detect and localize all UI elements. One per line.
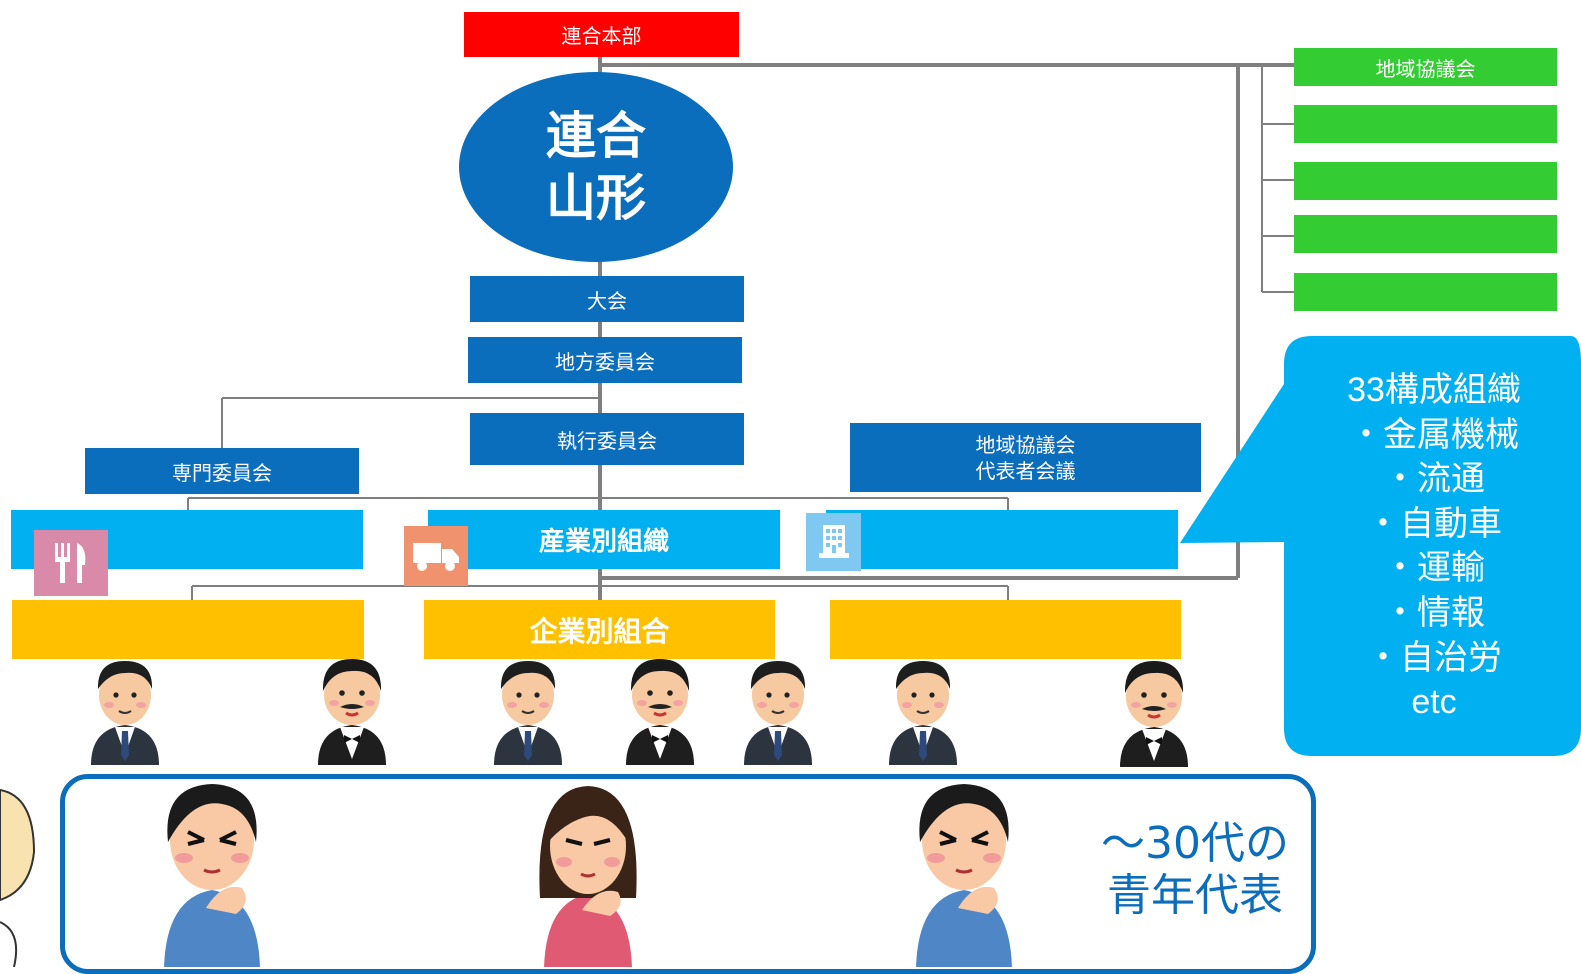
sangyo-label: 産業別組織 <box>538 527 669 557</box>
taikai-box: 大会 <box>470 276 744 322</box>
senmon-iinkai-box: 専門委員会 <box>85 448 359 494</box>
bubble-line-7: ・自治労 <box>1366 638 1502 677</box>
sangyo-box-right <box>826 510 1178 569</box>
sangyo-box-center: 産業別組織 <box>428 510 780 569</box>
bubble-line-1: 33構成組織 <box>1347 371 1521 409</box>
business-people-row <box>90 657 1190 769</box>
youth-people-row <box>162 782 1014 967</box>
rengo-honbu-box: 連合本部 <box>464 12 739 57</box>
bubble-line-5: ・運輸 <box>1383 549 1485 588</box>
senmon-iinkai-label: 専門委員会 <box>172 460 272 485</box>
shikko-iinkai-label: 執行委員会 <box>557 428 657 453</box>
fork-knife-icon <box>34 530 108 596</box>
org-name-line-2: 山形 <box>546 169 646 227</box>
office-building-icon <box>806 513 861 571</box>
regional-council-box-2 <box>1294 105 1557 143</box>
bubble-line-2: ・金属機械 <box>1349 415 1519 454</box>
kigyo-box-center: 企業別組合 <box>424 600 775 659</box>
org-name-line-1: 連合 <box>546 107 646 165</box>
rengo-honbu-label: 連合本部 <box>561 24 642 48</box>
chiho-iinkai-box: 地方委員会 <box>468 337 742 383</box>
chiiki-daihyo-line-2: 代表者会議 <box>975 458 1076 483</box>
regional-council-box: 地域協議会 <box>1294 48 1557 86</box>
speech-bubble <box>1180 336 1581 756</box>
kigyo-box-right <box>830 600 1181 659</box>
bubble-line-4: ・自動車 <box>1366 504 1502 543</box>
youth-label: ～30代の 青年代表 <box>1090 818 1300 922</box>
chiiki-daihyo-box: 地域協議会 代表者会議 <box>850 423 1201 492</box>
regional-council-box-5 <box>1294 273 1557 311</box>
bubble-line-6: ・情報 <box>1383 593 1485 632</box>
rengo-yamagata-ellipse: 連合 山形 <box>459 72 733 262</box>
partial-character-left <box>0 788 36 967</box>
bubble-line-3: ・流通 <box>1383 460 1485 499</box>
bubble-text: 33構成組織 ・金属機械 ・流通 ・自動車 ・運輸 ・情報 ・自治労 etc <box>1284 368 1581 725</box>
truck-icon <box>404 526 468 586</box>
youth-label-line-1: ～30代の <box>1101 818 1289 869</box>
shikko-iinkai-box: 執行委員会 <box>470 413 744 465</box>
youth-label-line-2: 青年代表 <box>1107 870 1283 921</box>
regional-council-box-4 <box>1294 215 1557 253</box>
chiho-iinkai-label: 地方委員会 <box>555 349 655 374</box>
bubble-line-8: etc <box>1411 683 1457 722</box>
kigyo-label: 企業別組合 <box>529 614 670 648</box>
regional-council-box-3 <box>1294 162 1557 200</box>
taikai-label: 大会 <box>587 288 627 313</box>
regional-council-label: 地域協議会 <box>1375 56 1476 81</box>
kigyo-box-left <box>12 600 364 659</box>
chiiki-daihyo-line-1: 地域協議会 <box>975 432 1076 457</box>
